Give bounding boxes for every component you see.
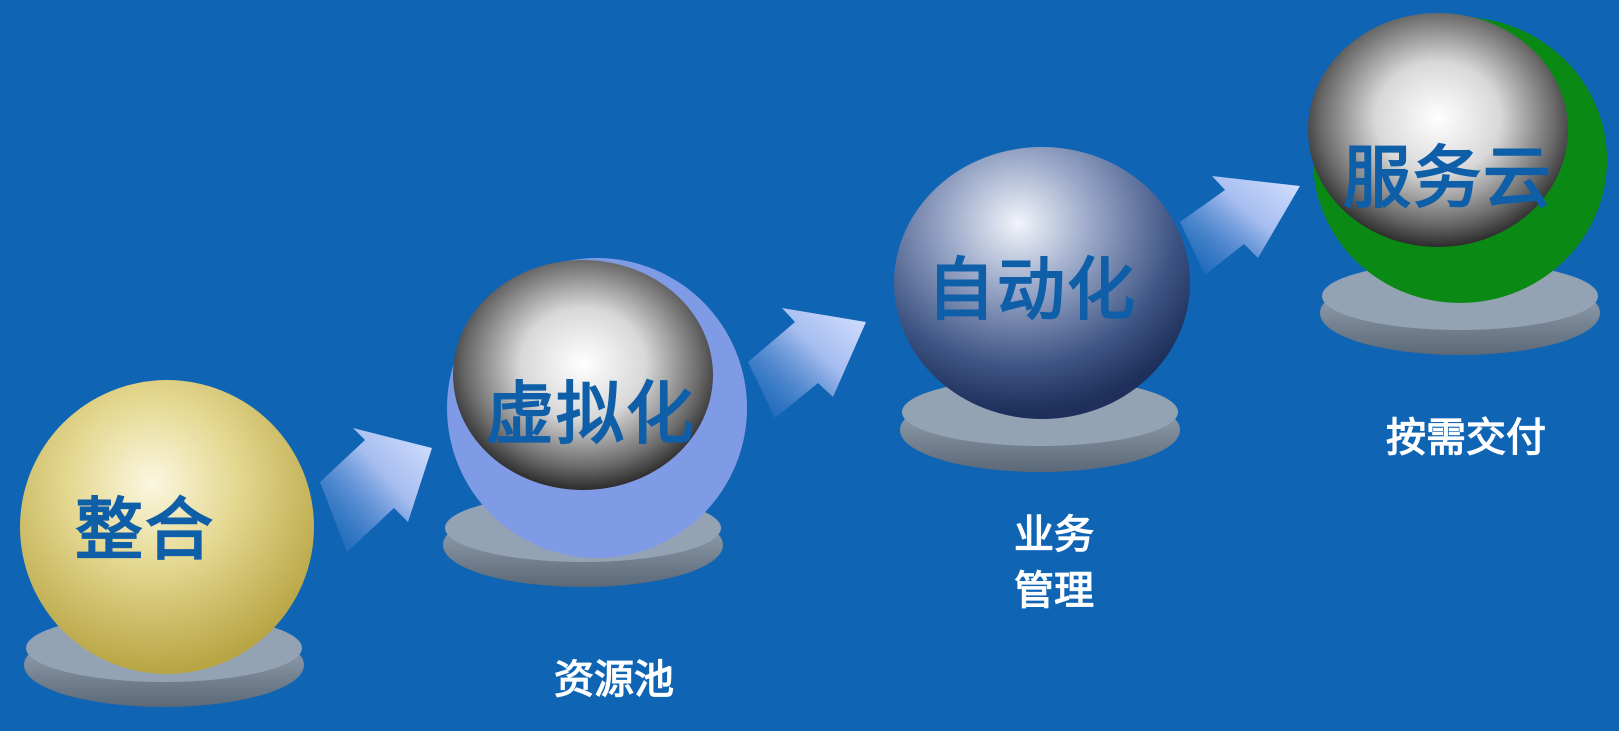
arrow-icon-1 <box>320 428 432 552</box>
sphere-virtualization <box>447 258 747 558</box>
stage-label-integration: 整合 <box>74 491 216 571</box>
arrow-icon-2 <box>748 308 866 418</box>
sphere-integration <box>20 380 314 674</box>
stage-label-service-cloud: 服务云 <box>1342 139 1554 219</box>
sphere-automation <box>894 147 1190 419</box>
stage-label-automation: 自动化 <box>926 251 1138 331</box>
sphere-service-cloud <box>1308 13 1607 303</box>
stage-caption-business-management: 业务 管理 <box>1014 512 1094 614</box>
stage-label-virtualization: 虚拟化 <box>485 375 697 455</box>
stage-caption-resource-pool: 资源池 <box>554 657 674 703</box>
stage-caption-on-demand-delivery: 按需交付 <box>1386 415 1546 461</box>
arrow-icon-3 <box>1180 176 1300 275</box>
